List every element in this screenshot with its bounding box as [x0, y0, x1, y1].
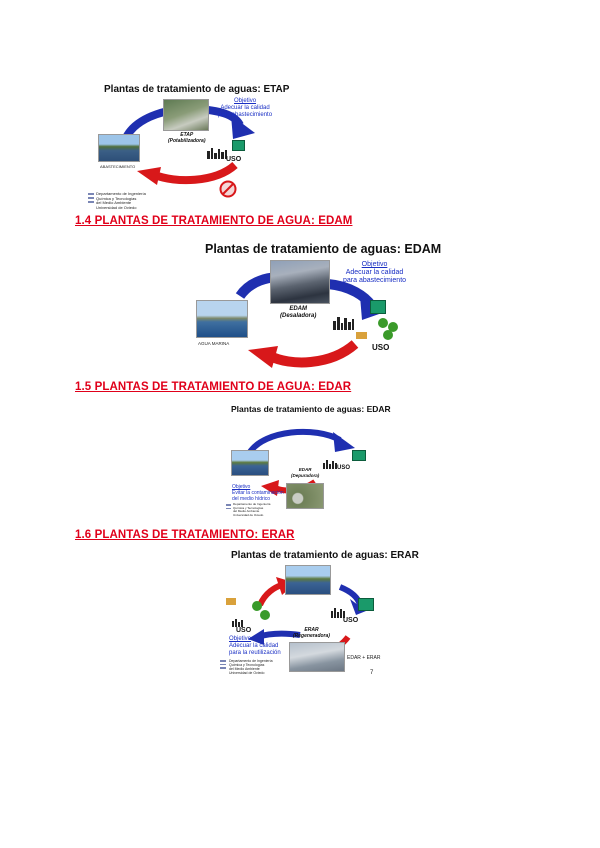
- edam-source-label: AGUA MARINA: [198, 341, 230, 346]
- etap-source-label: ABASTECIMIENTO: [100, 164, 136, 169]
- etap-objective: Objetivo Adecuar la calidad para abastec…: [218, 98, 273, 118]
- etap-plant-photo: [163, 99, 209, 131]
- city-icon: [232, 609, 244, 627]
- edar-objective: Objetivo Evitar la contaminación del med…: [232, 484, 284, 502]
- section-heading-edar: 1.5 PLANTAS DE TRATAMIENTO DE AGUA: EDAR: [75, 381, 352, 393]
- tree-icon: [378, 318, 388, 328]
- city-icon: [331, 600, 346, 618]
- erar-slide-title: Plantas de tratamiento de aguas: ERAR: [231, 550, 419, 561]
- tree-icon: [252, 601, 262, 611]
- erar-plant-photo: [289, 642, 345, 672]
- erar-combo-label: EDAR + ERAR: [347, 655, 381, 661]
- erar-use-label-left: USO: [236, 627, 252, 634]
- edam-objective: Objetivo Adecuar la calidad para abastec…: [343, 261, 407, 284]
- city-icon: [207, 141, 228, 159]
- university-logo: [88, 193, 94, 205]
- tree-icon: [260, 610, 270, 620]
- cattle-icon: [356, 332, 367, 339]
- city-icon: [323, 451, 338, 469]
- industry-icon: [232, 140, 245, 151]
- edam-slide-title: Plantas de tratamiento de aguas: EDAM: [205, 242, 442, 256]
- edam-plant-label: EDAM (Desaladora): [280, 306, 317, 319]
- erar-use-label-right: USO: [343, 617, 359, 624]
- edar-slide-title: Plantas de tratamiento de aguas: EDAR: [231, 404, 391, 414]
- erar-footer: Departamento de Ingeniería Química y Tec…: [229, 659, 273, 675]
- section-heading-erar: 1.6 PLANTAS DE TRATAMIENTO: ERAR: [75, 529, 295, 541]
- industry-icon: [352, 450, 366, 461]
- etap-reservoir-photo: [98, 134, 140, 162]
- erar-plant-label: ERAR (Regeneradora): [293, 627, 330, 639]
- edar-use-label: USO: [337, 465, 351, 471]
- industry-icon: [358, 598, 374, 611]
- industry-icon: [370, 300, 386, 314]
- tree-icon: [388, 322, 398, 332]
- city-icon: [333, 312, 355, 330]
- section-heading-edam: 1.4 PLANTAS DE TRATAMIENTO DE AGUA: EDAM: [75, 215, 353, 227]
- university-logo: [226, 504, 231, 511]
- etap-footer: Departamento de Ingeniería Química y Tec…: [96, 191, 146, 210]
- edam-plant-photo: [270, 260, 330, 304]
- etap-use-label: USO: [226, 156, 242, 163]
- erar-river-photo: [285, 565, 331, 595]
- university-logo: [220, 660, 226, 671]
- edar-footer: Departamento de Ingeniería Química y Tec…: [233, 502, 271, 517]
- tree-icon: [383, 330, 393, 340]
- edam-sea-photo: [196, 300, 248, 338]
- edar-river-photo: [231, 450, 269, 476]
- erar-page-number: 7: [370, 670, 374, 676]
- no-entry-icon: [219, 180, 237, 198]
- cattle-icon: [226, 598, 236, 605]
- edar-plant-photo: [286, 483, 324, 509]
- erar-objective: Objetivo Adecuar la calidad para la reut…: [229, 636, 281, 656]
- etap-plant-label: ETAP (Potabilizadora): [168, 132, 206, 144]
- edam-use-label: USO: [372, 343, 390, 352]
- etap-slide-title: Plantas de tratamiento de aguas: ETAP: [104, 84, 290, 95]
- edar-plant-label: EDAR (Depuradora): [291, 467, 320, 478]
